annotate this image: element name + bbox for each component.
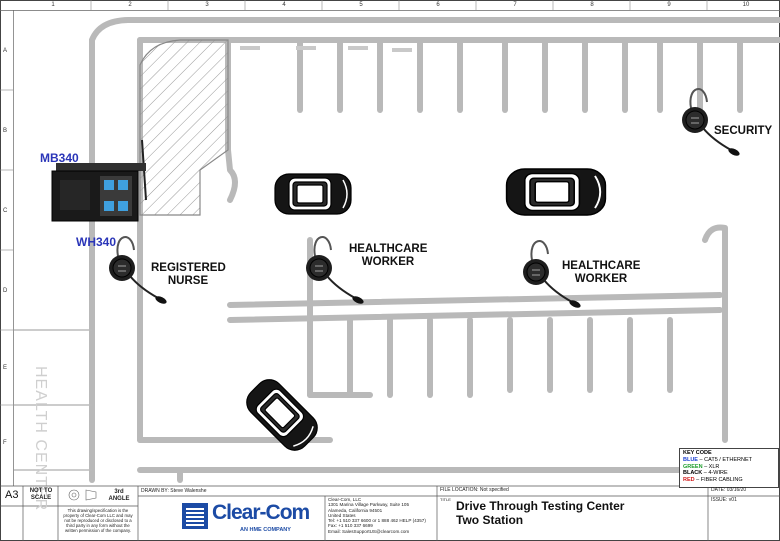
third-angle-label: 3rd ANGLE	[108, 489, 130, 502]
title-block-frame	[0, 485, 780, 541]
key-rest-blue: – CAT5 / ETHERNET	[697, 456, 752, 463]
address-line-4: United States	[328, 512, 356, 518]
address-line-1: Clear-Com, LLC	[328, 497, 362, 502]
address-line-3: Alameda, California 94501	[328, 507, 383, 513]
security-label: SECURITY	[714, 125, 773, 137]
grid-col-10: 10	[742, 2, 750, 8]
grid-col-8: 8	[590, 2, 594, 8]
grid-col-4: 4	[282, 2, 286, 8]
drawing-date: DATE: 03/16/20	[711, 487, 747, 493]
key-item-black: BLACK – 4-WIRE	[680, 470, 778, 477]
title-caption: TITLE	[440, 497, 451, 502]
drawing-title-line-1: Drive Through Testing Center	[456, 499, 625, 513]
clear-com-logo-text: Clear-Com	[212, 501, 310, 524]
third-angle-symbol	[68, 489, 97, 501]
health-center-building	[14, 329, 92, 471]
grid-col-5: 5	[359, 2, 363, 8]
grid-col-2: 2	[128, 2, 132, 8]
company-address: Clear-Com, LLC 1301 Marina Village Parkw…	[328, 497, 426, 534]
health-center-label: HEALTH CENTER	[32, 366, 49, 512]
mb340-base-station	[51, 139, 147, 222]
grid-col-3: 3	[205, 2, 209, 8]
disclaimer-line-2: property of Clear-Com LLC and may	[63, 512, 133, 518]
key-word-black: BLACK	[683, 470, 703, 477]
grid-col-6: 6	[436, 2, 440, 8]
parking-dashes	[240, 46, 412, 52]
disclaimer-line-4: third party in any form without the	[66, 522, 130, 528]
disclaimer-line-5: written permission of the company.	[64, 527, 132, 533]
drawing-title-line-2: Two Station	[456, 512, 524, 527]
healthcare-worker-2-label: HEALTHCARE WORKER	[562, 260, 641, 285]
grid-row-c: C	[3, 208, 8, 214]
clear-com-logo-mark	[182, 503, 208, 529]
mb340-label: MB340	[40, 151, 79, 165]
grid-col-7: 7	[513, 2, 517, 8]
key-word-red: RED	[683, 477, 695, 484]
clear-com-logo: Clear-Com AN HME COMPANY	[182, 499, 322, 539]
issue-number: ISSUE: v01	[711, 497, 737, 503]
grid-row-d: D	[3, 288, 8, 294]
key-code-title: KEY CODE	[683, 450, 712, 456]
key-item-green: GREEN – XLR	[680, 464, 778, 471]
grid-col-9: 9	[667, 2, 671, 8]
disclaimer-line-3: not be reproduced or disclosed to a	[64, 517, 132, 523]
healthcare-worker-1-line-1: HEALTHCARE	[349, 243, 428, 255]
address-line-5: Tel: +1 510 337 6600 or 1 888 462 HELP (…	[328, 518, 426, 524]
grid-row-e: E	[3, 365, 8, 371]
key-word-green: GREEN	[683, 463, 703, 470]
key-rest-red: – FIBER CABLING	[694, 477, 743, 484]
key-rest-black: – 4-WIRE	[702, 470, 728, 477]
grid-row-f: F	[3, 440, 7, 446]
disclaimer-line-1: This drawing/specification is the	[67, 508, 129, 513]
wh340-label: WH340	[76, 235, 117, 249]
file-location: FILE LOCATION: Not specified	[440, 487, 509, 493]
healthcare-worker-2-line-2: WORKER	[574, 272, 628, 285]
key-code-box: KEY CODE BLUE – CAT5 / ETHERNET GREEN – …	[679, 448, 779, 488]
disclaimer: This drawing/specification is the proper…	[60, 508, 136, 534]
healthcare-worker-2-line-1: HEALTHCARE	[562, 260, 641, 272]
parking-lot	[89, 17, 780, 483]
key-word-blue: BLUE	[683, 456, 698, 463]
clear-com-tagline: AN HME COMPANY	[240, 527, 291, 533]
registered-nurse-line-2: NURSE	[167, 274, 209, 287]
key-item-blue: BLUE – CAT5 / ETHERNET	[680, 457, 778, 464]
healthcare-worker-1-label: HEALTHCARE WORKER	[349, 243, 428, 268]
grid-col-1: 1	[51, 2, 55, 8]
grid-row-b: B	[3, 128, 8, 134]
address-line-6: Fax: +1 510 337 6699	[328, 523, 373, 529]
key-rest-green: – XLR	[702, 463, 720, 470]
address-line-7: Email: SalesSupportUS@clearcom.com	[328, 528, 410, 534]
healthcare-worker-1-line-2: WORKER	[361, 255, 415, 268]
not-to-scale: NOT TO SCALE	[29, 488, 53, 501]
headset-security	[681, 88, 742, 159]
registered-nurse-label: REGISTERED NURSE	[151, 262, 226, 287]
car-1	[274, 173, 352, 215]
address-line-2: 1301 Marina Village Parkway, Suite 105	[328, 502, 410, 508]
drawn-by: DRAWN BY: Steve Walenshe	[141, 488, 207, 494]
sheet-size: A3	[5, 489, 19, 501]
key-item-red: RED – FIBER CABLING	[680, 477, 778, 484]
hatched-island	[139, 39, 229, 216]
grid-row-a: A	[3, 48, 8, 54]
registered-nurse-line-1: REGISTERED	[151, 262, 226, 274]
drawing-title: Drive Through Testing Center Two Station	[456, 499, 625, 528]
suv	[505, 168, 607, 216]
